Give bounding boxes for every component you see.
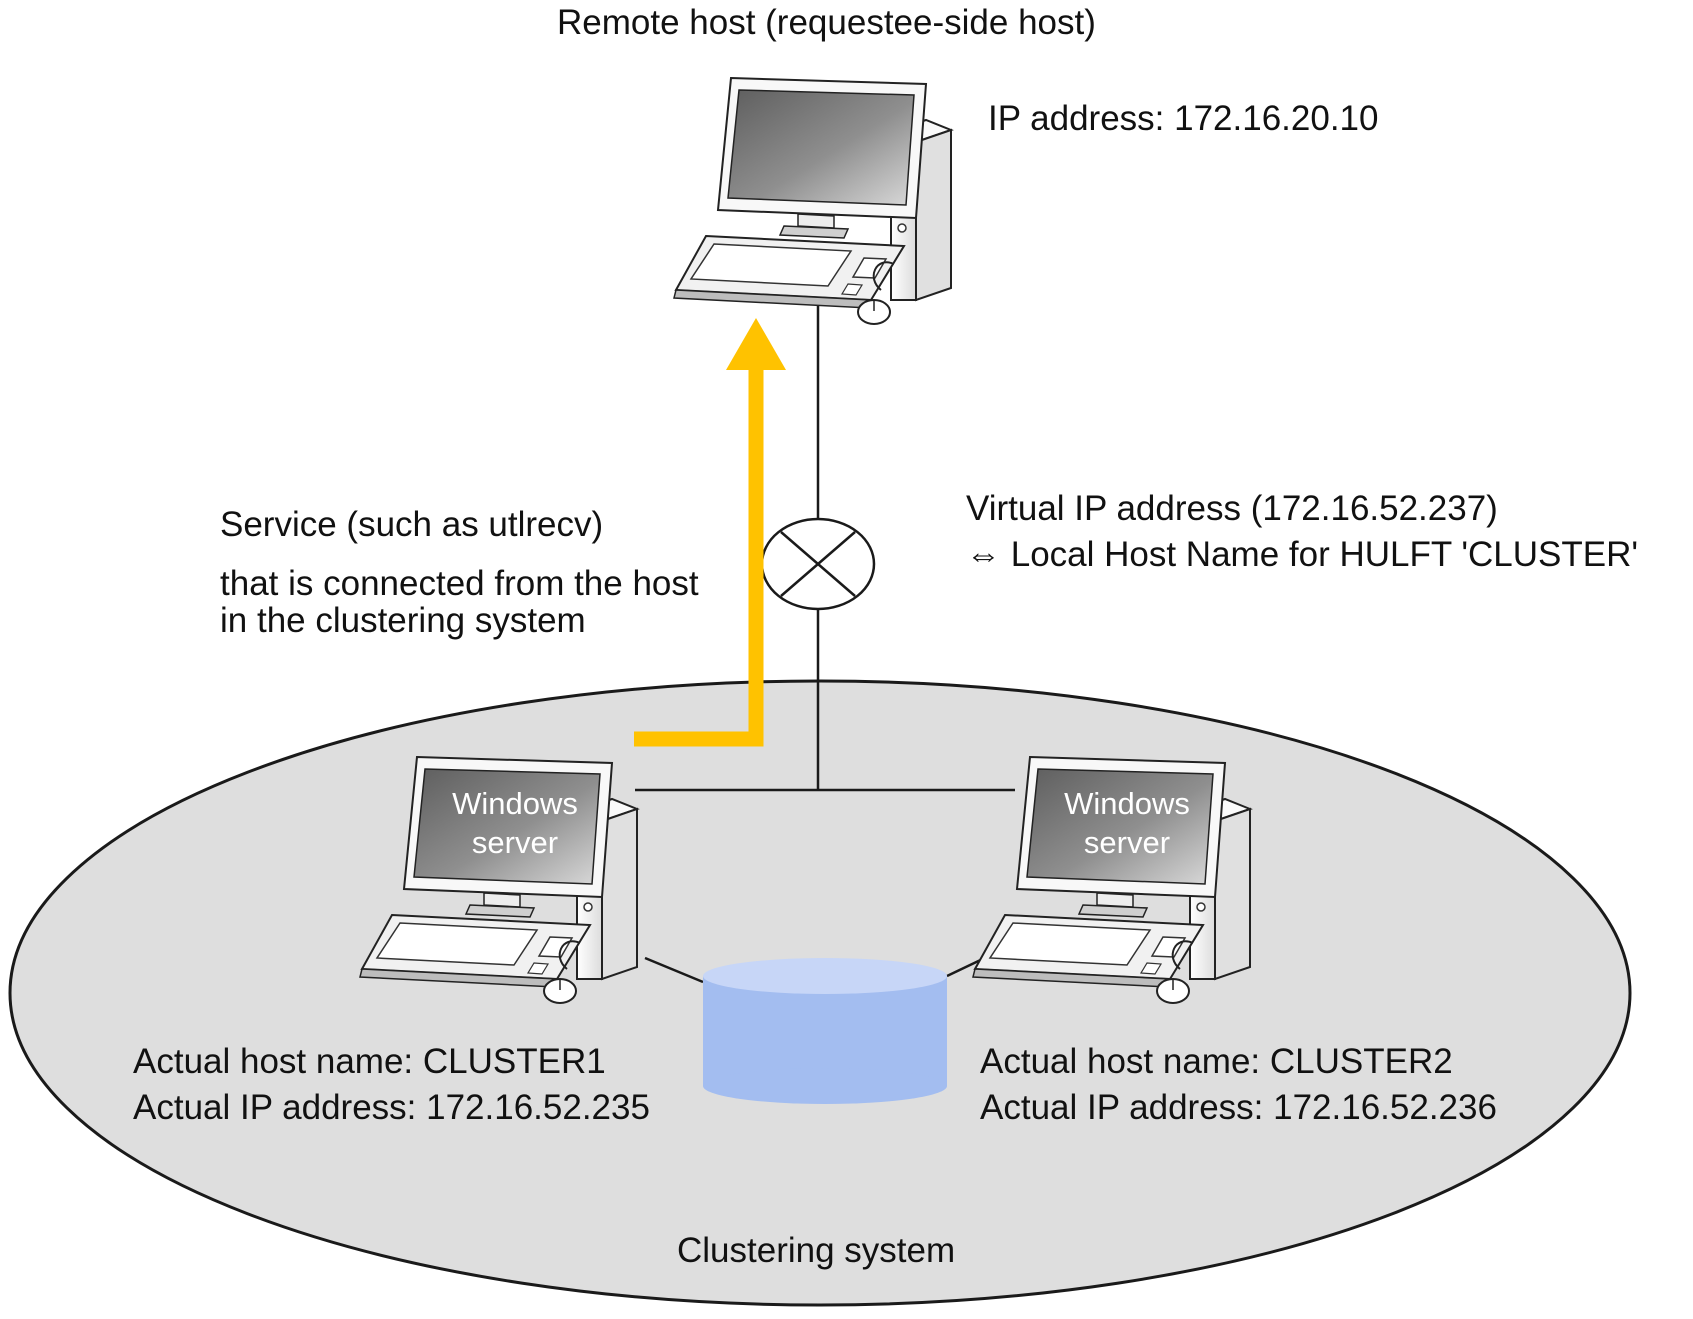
cluster1-screen-line-1: Windows — [452, 786, 578, 821]
router-icon — [760, 517, 876, 611]
service-line-1: Service (such as utlrecv) — [220, 505, 604, 544]
cluster2-ip-address: Actual IP address: 172.16.52.236 — [980, 1088, 1497, 1127]
cluster2-screen-line-2: server — [1083, 824, 1171, 860]
service-line-2: that is connected from the host — [220, 564, 699, 603]
cluster2-host-name: Actual host name: CLUSTER2 — [980, 1042, 1453, 1081]
storage-link-left — [644, 956, 704, 984]
virtual-ip-line-1: Virtual IP address (172.16.52.237) — [966, 489, 1498, 528]
cluster1-host-name: Actual host name: CLUSTER1 — [133, 1042, 606, 1081]
cluster1-ip-address: Actual IP address: 172.16.52.235 — [133, 1088, 650, 1127]
service-connection-arrow — [634, 318, 786, 747]
remote-host-title: Remote host (requestee-side host) — [557, 3, 1096, 42]
service-line-3: in the clustering system — [220, 601, 586, 640]
cluster2-screen-label: Windows server — [1037, 785, 1217, 863]
cluster2-screen-line-1: Windows — [1064, 786, 1190, 821]
cluster1-screen-line-2: server — [471, 824, 559, 860]
cluster1-screen-label: Windows server — [425, 785, 605, 863]
virtual-ip-line-2: ⇔ Local Host Name for HULFT 'CLUSTER' — [966, 535, 1639, 574]
remote-host-computer — [673, 77, 952, 325]
remote-host-ip-label: IP address: 172.16.20.10 — [988, 99, 1379, 138]
clustering-system-label: Clustering system — [677, 1231, 956, 1270]
shared-disk-icon — [703, 958, 947, 1104]
